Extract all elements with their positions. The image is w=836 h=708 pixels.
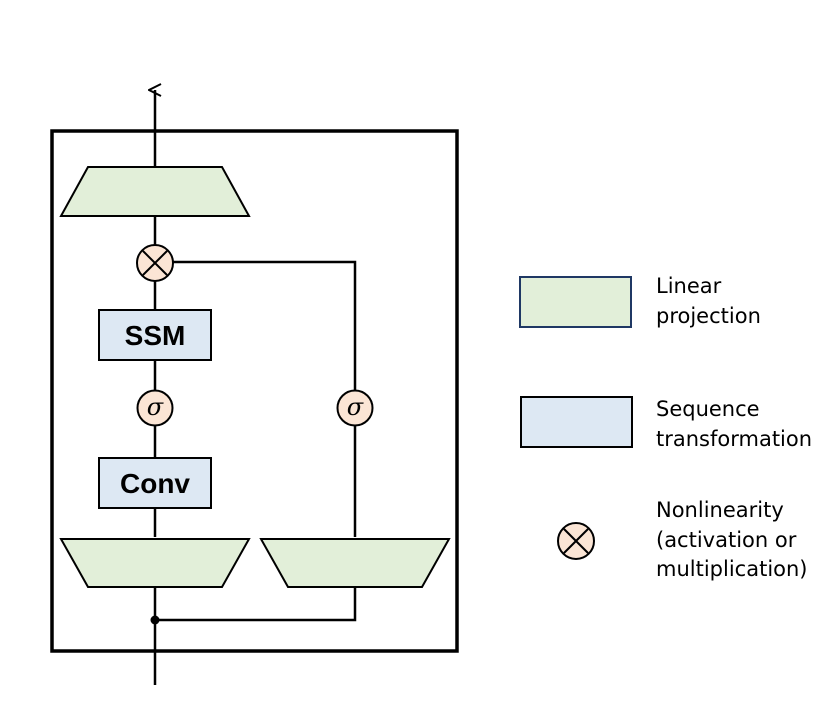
legend-cross (563, 528, 589, 554)
gate-branch-line (155, 587, 357, 622)
ssm-block (98, 309, 212, 361)
legend-linear-line2: projection (656, 304, 761, 328)
legend-linear-line1: Linear (656, 274, 722, 298)
activation-sigma-gate (336, 389, 374, 427)
conv-block (98, 457, 212, 509)
sigma-symbol: σ (147, 393, 164, 421)
conv-label: Conv (120, 468, 190, 499)
block-frame (50, 129, 459, 653)
legend-sequence-line1: Sequence (656, 397, 760, 421)
output-linear-projection (59, 166, 251, 217)
legend-nonlinearity-line2: (activation or (656, 528, 797, 552)
legend-sequence-line2: transformation (656, 427, 812, 451)
activation-sigma-main (136, 389, 174, 427)
legend-nonlinearity-line3: multiplication) (656, 557, 808, 581)
gate-linear-projection (259, 538, 451, 588)
legend-nonlinearity-line1: Nonlinearity (656, 498, 784, 522)
multiply-cross (142, 250, 168, 276)
input-linear-projection (59, 538, 251, 588)
sigma-symbol: σ (347, 393, 364, 421)
gate-branch-line (173, 260, 357, 391)
legend-sequence-swatch (520, 396, 633, 448)
ssm-label: SSM (125, 320, 186, 351)
legend: Linear projection Sequence transformatio… (519, 274, 812, 581)
legend-linear-swatch (519, 276, 632, 328)
